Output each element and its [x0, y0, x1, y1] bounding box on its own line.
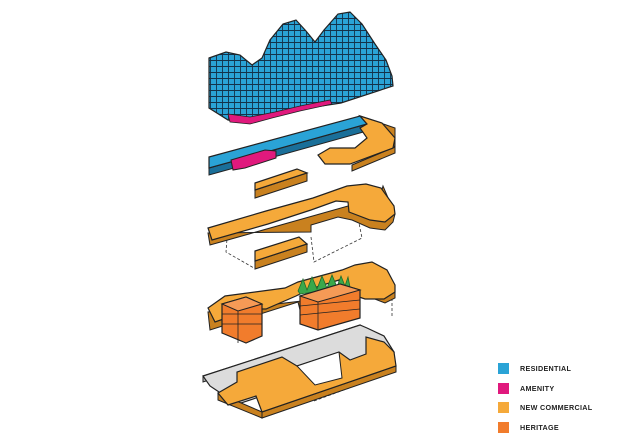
legend-swatch-heritage: [498, 421, 509, 433]
legend-label-heritage: HERITAGE: [520, 422, 560, 432]
greenery: [297, 273, 351, 295]
legend-item-amenity: AMENITY: [498, 382, 628, 394]
legend-item-residential: RESIDENTIAL: [498, 363, 628, 374]
commercial-podium-ring: [317, 114, 396, 165]
legend-item-heritage: HERITAGE: [498, 421, 628, 433]
amenity-podium-block: [230, 149, 277, 171]
ground-level: [202, 324, 397, 419]
residential-podium-level: [208, 114, 396, 199]
heritage-block-right: [298, 283, 362, 331]
heritage-block-left: [220, 296, 264, 344]
upper-commercial-outline-dashed: [225, 217, 363, 269]
legend-label-amenity: AMENITY: [520, 383, 555, 393]
legend-label-residential: RESIDENTIAL: [520, 364, 572, 373]
podium-small-block: [254, 168, 309, 191]
ground-notch-left: [296, 351, 343, 386]
residential-massing: [208, 11, 394, 125]
legend-label-new-commercial: NEW COMMERCIAL: [520, 403, 593, 412]
legend-swatch-new-commercial: [498, 402, 509, 413]
legend-swatch-residential: [498, 363, 509, 374]
legend-swatch-amenity: [498, 382, 509, 394]
legend-item-new-commercial: NEW COMMERCIAL: [498, 402, 628, 413]
upper-commercial-level: [207, 183, 396, 270]
upper-commercial-bar: [254, 236, 309, 262]
lower-commercial-level: [207, 261, 396, 344]
amenity-band: [227, 99, 333, 125]
legend: RESIDENTIAL AMENITY NEW COMMERCIAL HERIT…: [498, 363, 628, 441]
upper-commercial-slab: [207, 183, 396, 241]
